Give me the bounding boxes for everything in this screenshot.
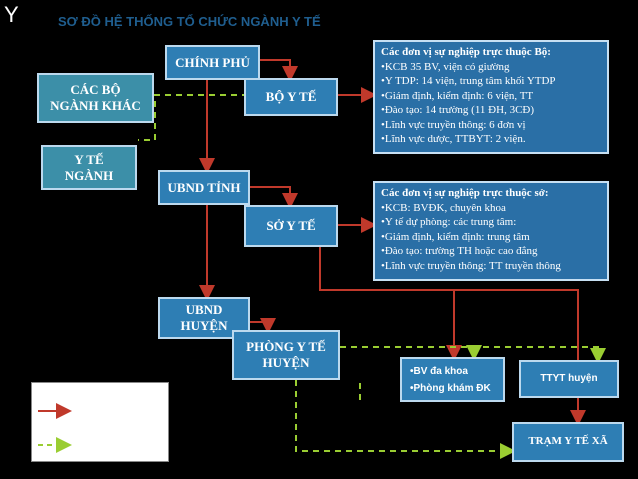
arrow-ubndhuyen-phong [250,318,276,334]
dash-phong-tram [295,380,516,459]
arrow-chinhphu-boyte [255,59,298,82]
info-bo-item: •Lĩnh vực truyền thông: 6 đơn vị [381,118,526,131]
info-bo-item: •Giám định, kiểm định: 6 viện, TT [381,89,534,102]
node-y-te-nganh[interactable]: Y TẾ NGÀNH [41,145,137,190]
arrow-ubndtinh-soyte [250,186,298,209]
line-soyte-down [319,247,579,360]
page-title: SƠ ĐỒ HỆ THỐNG TỔ CHỨC NGÀNH Y TẾ [58,14,321,29]
node-ttyt-huyen[interactable]: TTYT huyện [519,360,619,398]
info-so-item: •KCB: BVĐK, chuyên khoa [381,201,506,214]
logo-letter: Y [4,2,19,27]
legend [31,382,169,462]
info-bo-item: •KCB 35 BV, viện có giường [381,60,510,73]
node-bo-y-te[interactable]: BỘ Y TẾ [244,78,338,116]
bv-item: •Phòng khám ĐK [410,382,491,394]
info-so-heading: Các đơn vị sự nghiệp trực thuộc sở: [381,187,549,199]
node-tram-y-te-xa[interactable]: TRẠM Y TẾ XÃ [512,422,624,462]
info-so-item: •Y tế dự phòng: các trung tâm: [381,216,517,228]
node-phong-y-te-huyen[interactable]: PHÒNG Y TẾ HUYỆN [232,330,340,380]
dash-boyte-ytenganh [138,94,270,141]
dash-phong-right [340,346,606,364]
legend-symbols [38,403,72,453]
node-chinh-phu[interactable]: CHÍNH PHỦ [165,45,260,80]
info-bo-item: •Lĩnh vực dược, TTBYT: 2 viện. [381,133,526,145]
node-so-y-te[interactable]: SỞ Y TẾ [244,205,338,247]
node-ubnd-huyen[interactable]: UBND HUYỆN [158,297,250,339]
bv-item: •BV đa khoa [410,365,468,377]
info-so-item: •Lĩnh vực truyền thông: TT truyền thông [381,259,561,272]
info-don-vi-truc-thuoc-bo: Các đơn vị sự nghiệp trực thuộc Bộ: •KCB… [373,40,609,154]
node-cac-bo-nganh-khac[interactable]: CÁC BỘ NGÀNH KHÁC [37,73,154,123]
node-bv-da-khoa[interactable]: •BV đa khoa •Phòng khám ĐK [400,357,505,402]
info-bo-item: •Y TDP: 14 viện, trung tâm khối YTDP [381,75,556,87]
info-bo-heading: Các đơn vị sự nghiệp trực thuộc Bộ: [381,46,551,58]
node-ubnd-tinh[interactable]: UBND TỈNH [158,170,250,205]
info-bo-item: •Đào tạo: 14 trường (11 ĐH, 3CĐ) [381,104,535,116]
info-so-item: •Đào tạo: trường TH hoặc cao đẳng [381,245,538,257]
info-don-vi-truc-thuoc-so: Các đơn vị sự nghiệp trực thuộc sở: •KCB… [373,181,609,281]
info-so-item: •Giám định, kiểm định: trung tâm [381,230,530,243]
